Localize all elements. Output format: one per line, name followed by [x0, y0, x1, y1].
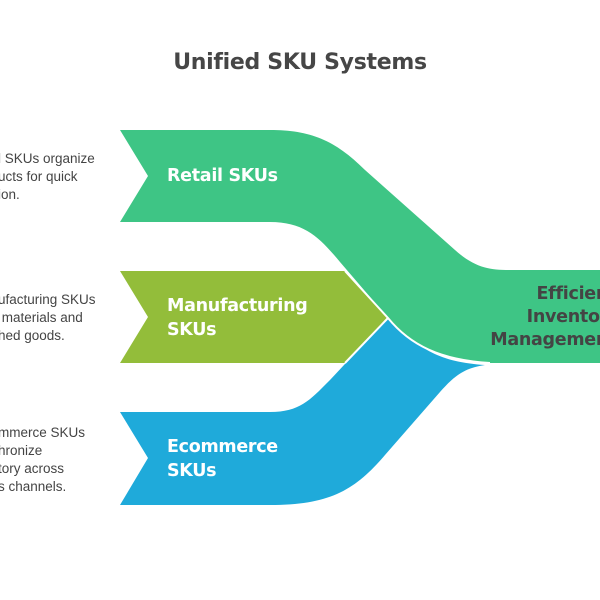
- ecommerce-description: mmerce SKUs hronize tory across s channe…: [0, 425, 86, 494]
- manufacturing-band: [120, 271, 388, 363]
- manufacturing-description: ufacturing SKUs materials and hed goods.: [0, 292, 96, 343]
- ecommerce-label: Ecommerce SKUs: [167, 437, 278, 481]
- retail-band: [120, 130, 600, 363]
- separator-line: [344, 317, 389, 364]
- target-label: Efficien Inventor Managemen: [490, 284, 600, 350]
- retail-label: Retail SKUs: [167, 166, 278, 186]
- retail-description: l SKUs organize ucts for quick ion.: [0, 151, 95, 202]
- manufacturing-label: Manufacturing SKUs: [167, 296, 308, 340]
- diagram-title: Unified SKU Systems: [173, 50, 427, 75]
- separator-line: [344, 270, 491, 364]
- ecommerce-band: [120, 318, 485, 505]
